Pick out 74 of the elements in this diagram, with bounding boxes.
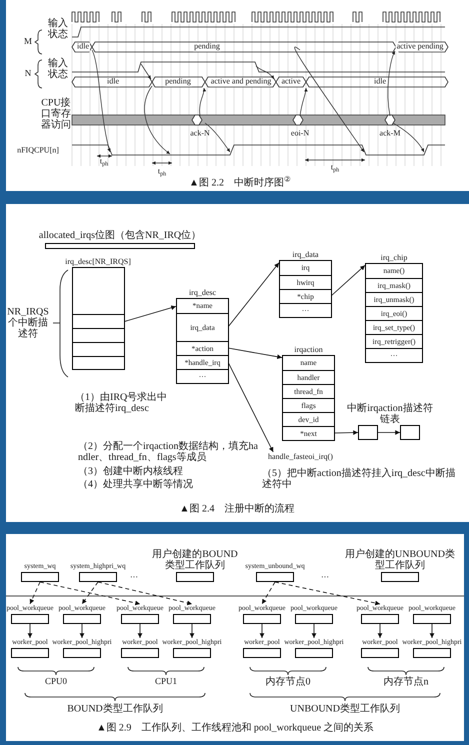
group-label: 内存节点0 bbox=[266, 676, 310, 688]
arrow bbox=[378, 430, 400, 435]
queue-name: 用户创建的UNBOUND类型工作队列 bbox=[345, 549, 455, 571]
struct-name: irq_data bbox=[292, 249, 319, 260]
arrow bbox=[30, 582, 40, 604]
event-label: ack-M bbox=[380, 130, 400, 138]
queue-name: 用户创建的BOUND类型工作队列 bbox=[151, 549, 239, 571]
struct-name: irq_chip bbox=[380, 252, 408, 263]
state-label: active bbox=[280, 78, 302, 86]
figure-caption: ▲图 2.4 注册中断的流程 bbox=[180, 504, 294, 514]
state-label: active and pending bbox=[210, 78, 272, 86]
array-cell bbox=[72, 314, 124, 329]
signal-label: 输入状态 bbox=[47, 58, 69, 80]
struct-name: irqaction bbox=[294, 344, 323, 355]
note-text: （4）处理共享中断等情况 bbox=[78, 479, 194, 490]
list-node-box bbox=[358, 425, 378, 440]
arrow bbox=[260, 624, 264, 638]
state-label: pending bbox=[193, 42, 221, 52]
group-label: CPU0 bbox=[45, 677, 67, 687]
state-label: idle bbox=[373, 78, 387, 86]
arrow bbox=[124, 305, 176, 322]
figure-caption: ▲图 2.9 工作队列、工作线程池和 pool_workqueue 之间的关系 bbox=[96, 722, 374, 734]
state-label: idle bbox=[106, 78, 120, 86]
group-label: 中断irqaction描述符链表 bbox=[346, 403, 434, 425]
array-cell bbox=[72, 356, 124, 370]
bitmap-label: allocated_irqs位图（包含NR_IRQ位） bbox=[38, 230, 202, 242]
signal-label: CPU接口寄存器访问 bbox=[41, 98, 71, 130]
arrow bbox=[228, 348, 282, 360]
signal-label: M bbox=[24, 37, 32, 47]
arrow bbox=[378, 624, 382, 638]
group-label: BOUND类型工作队列 bbox=[67, 704, 163, 714]
group-label: CPU1 bbox=[155, 677, 177, 687]
event-label: ack-N bbox=[190, 130, 210, 138]
state-label: active pending bbox=[396, 42, 444, 52]
group-label: 内存节点n bbox=[384, 676, 428, 688]
array-name: irq_desc[NR_IRQS] bbox=[65, 256, 131, 267]
state-label: pending bbox=[164, 78, 192, 86]
state-label: idle bbox=[76, 42, 90, 52]
array-cell bbox=[72, 267, 124, 315]
arrow bbox=[330, 264, 366, 296]
signal-label: N bbox=[24, 69, 32, 79]
signal-label: 输入状态 bbox=[47, 18, 69, 40]
array-cell bbox=[72, 342, 124, 357]
arrow bbox=[262, 582, 276, 604]
list-node-box bbox=[400, 425, 420, 440]
note-text: （2）分配一个irqaction数据结构，填充handler、thread_fn、flags等成员 bbox=[78, 441, 259, 463]
arrow bbox=[98, 582, 192, 606]
note-text: （5）把中断action描述符挂入irq_desc中断描述符中 bbox=[262, 468, 456, 490]
note-text: NR_IRQS个中断描述符 bbox=[6, 306, 50, 340]
arrow bbox=[334, 430, 358, 435]
function-name: handle_fasteoi_irq() bbox=[268, 452, 333, 462]
signal-label: nFIQCPU[n] bbox=[17, 146, 59, 156]
arrow bbox=[274, 582, 380, 606]
note-text: （3）创建中断内核线程 bbox=[78, 466, 184, 477]
figure-caption: ▲图 2.2 中断时序图$^{②}$ bbox=[189, 178, 291, 188]
note-text: （1）由IRQ号求出中断描述符irq_desc bbox=[75, 392, 168, 414]
arrow bbox=[80, 624, 84, 638]
arrow bbox=[190, 624, 194, 638]
array-cell bbox=[72, 328, 124, 343]
dimension-label: t$_{ph}$ bbox=[100, 158, 108, 166]
arrow bbox=[138, 624, 142, 638]
arrow bbox=[82, 582, 98, 604]
arrow bbox=[312, 624, 316, 638]
group-label: UNBOUND类型工作队列 bbox=[290, 704, 400, 714]
ellipsis: ··· bbox=[130, 574, 138, 582]
arrow bbox=[430, 624, 434, 638]
struct-name: irq_desc bbox=[188, 287, 216, 298]
event-label: eoi-N bbox=[290, 130, 310, 138]
dimension-label: t$_{ph}$ bbox=[330, 164, 340, 172]
arrow bbox=[40, 582, 140, 606]
ellipsis: ··· bbox=[321, 574, 329, 582]
dimension-label: t$_{ph}$ bbox=[158, 168, 166, 176]
arrow bbox=[28, 624, 32, 638]
arrow bbox=[228, 262, 280, 328]
